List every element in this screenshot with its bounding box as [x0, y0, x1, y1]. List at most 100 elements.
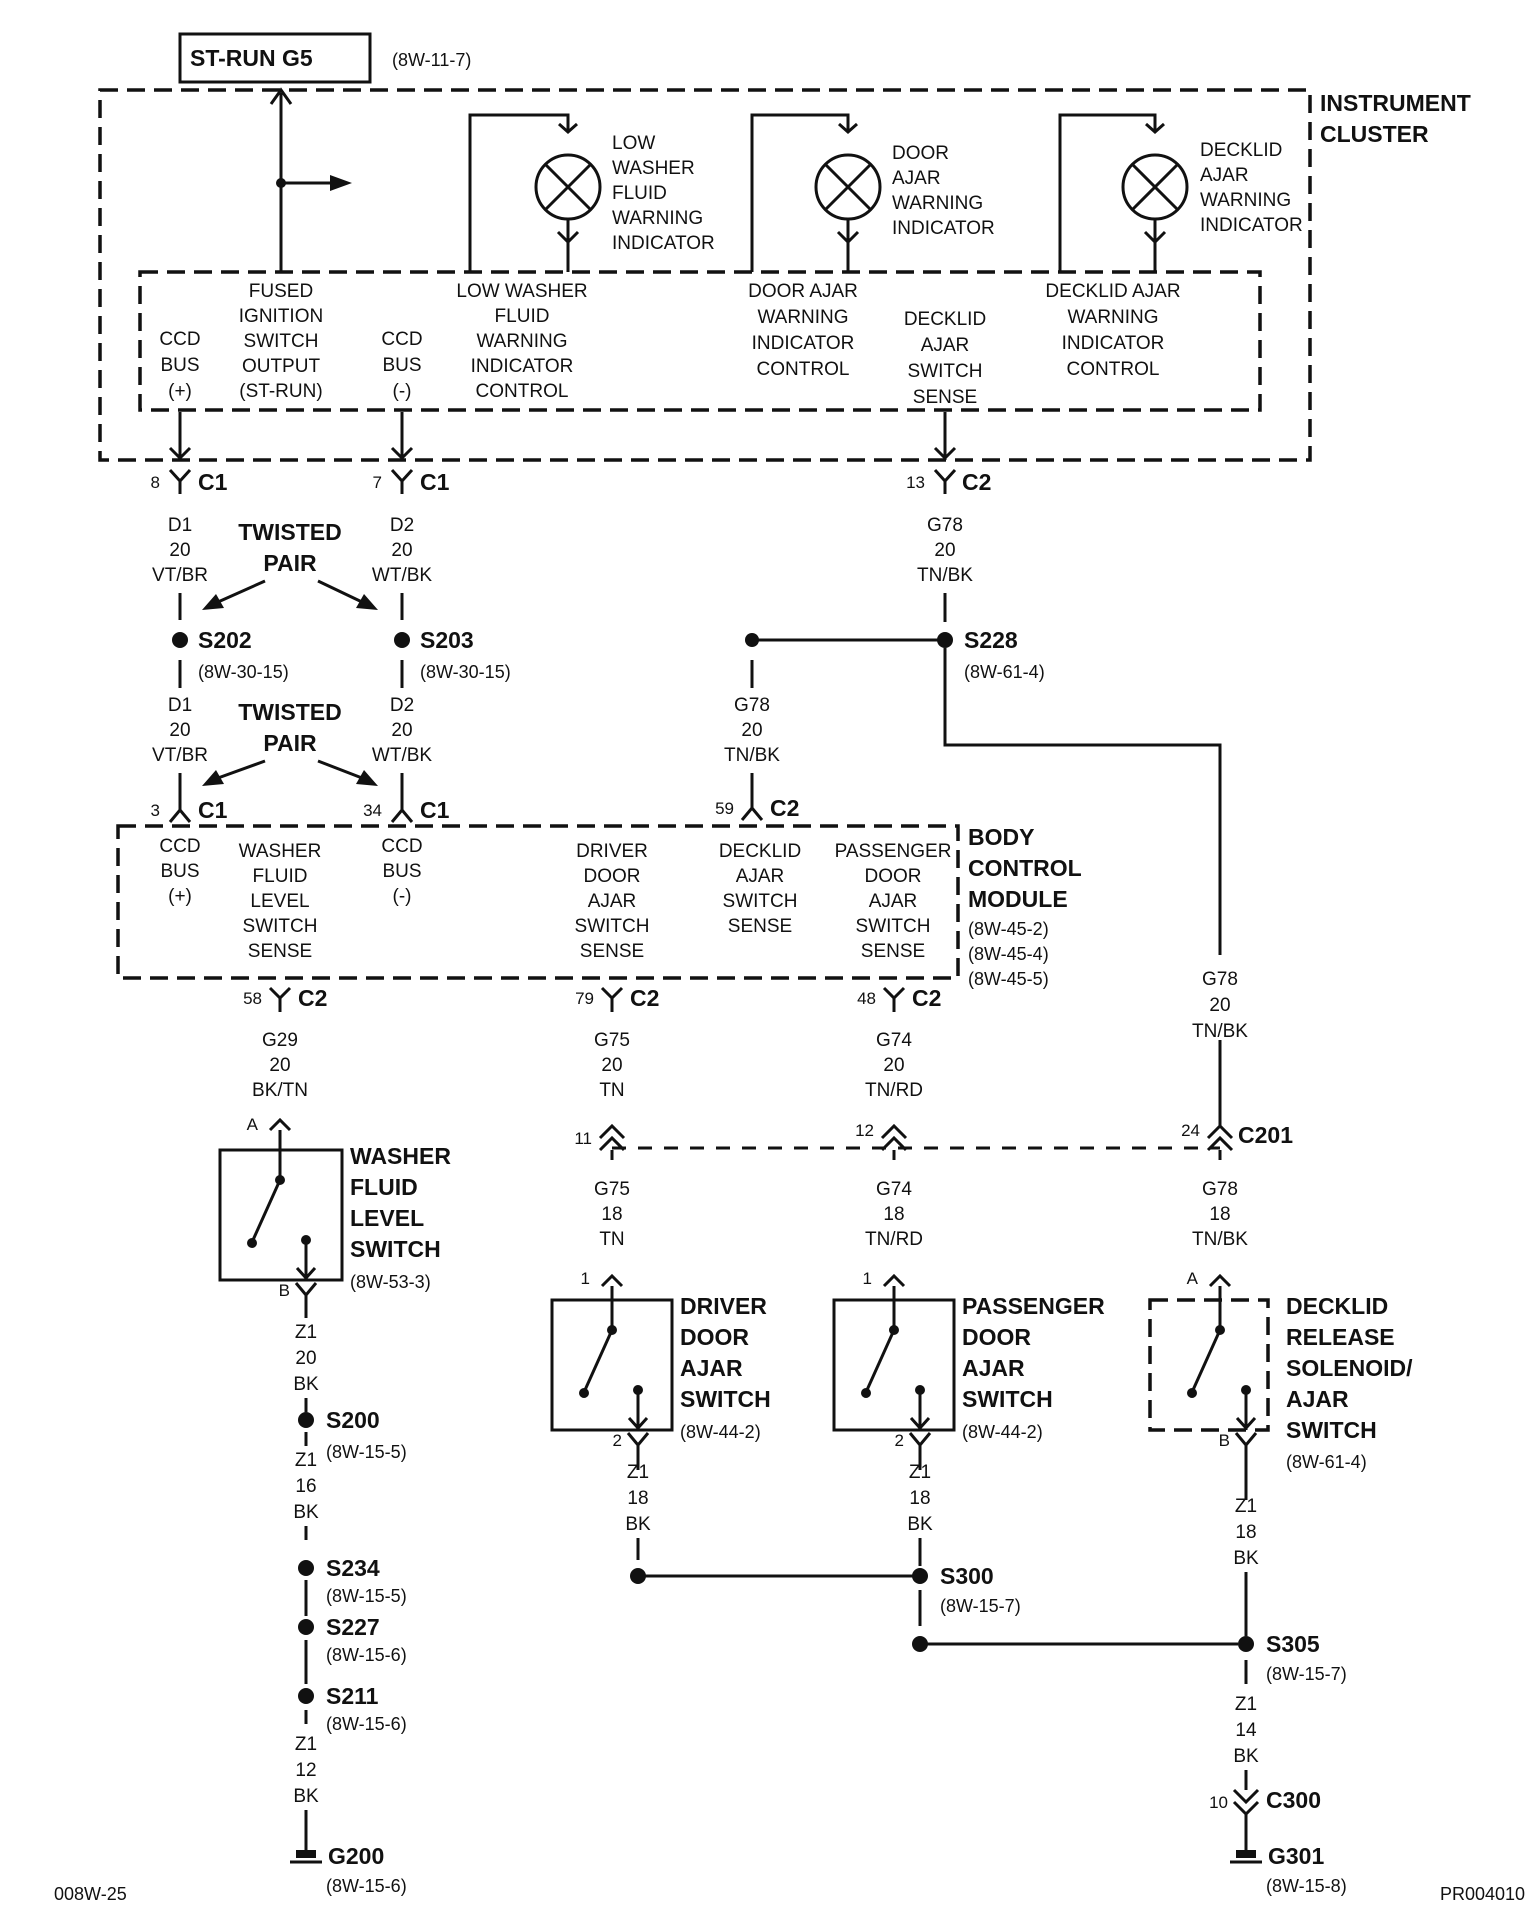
twisted-1-l1: TWISTED — [238, 519, 342, 545]
label-line: BK/TN — [252, 1080, 308, 1101]
label-line: SENSE — [248, 941, 312, 962]
s202-name: S202 — [198, 627, 252, 653]
label-line: DECKLID — [1286, 1293, 1388, 1319]
bcm-ref-1: (8W-45-2) — [968, 919, 1049, 939]
label-line: 18 — [627, 1488, 648, 1509]
passenger-switch-ref: (8W-44-2) — [962, 1422, 1043, 1442]
label-line: PASSENGER — [962, 1293, 1105, 1319]
s305-ref: (8W-15-7) — [1266, 1664, 1347, 1684]
bcm-c2-58: C2 — [298, 985, 327, 1011]
s305-name: S305 — [1266, 1631, 1320, 1657]
label-line: G78 — [1202, 1179, 1238, 1200]
label-line: BUS — [382, 861, 421, 882]
label-line: CCD — [159, 329, 200, 350]
label-line: Z1 — [627, 1462, 649, 1483]
strun-ref: (8W-11-7) — [392, 50, 471, 70]
instrument-cluster-box — [98, 88, 1312, 462]
label-line: CONTROL — [476, 381, 569, 402]
ic-output-arrows — [168, 412, 957, 461]
label-line: TN/BK — [1192, 1229, 1248, 1250]
twisted-1-l2: PAIR — [263, 550, 317, 576]
label-line: CCD — [159, 836, 200, 857]
label-line: 20 — [883, 1055, 904, 1076]
label-line: WARNING — [612, 208, 703, 229]
label-line: AJAR — [869, 891, 918, 912]
c201-name: C201 — [1238, 1122, 1293, 1148]
label-line: 20 — [391, 540, 412, 561]
label-line: WASHER — [350, 1143, 451, 1169]
label-line: 20 — [269, 1055, 290, 1076]
label-line: INDICATOR — [612, 233, 715, 254]
label-line: PASSENGER — [835, 841, 952, 862]
label-line: FLUID — [495, 306, 550, 327]
label-line: LOW WASHER — [456, 281, 587, 302]
label-line: G78 — [927, 515, 963, 536]
label-line: BK — [907, 1514, 933, 1535]
label-line: 20 — [1209, 995, 1230, 1016]
label-line: DRIVER — [576, 841, 648, 862]
label-line: SWITCH — [350, 1236, 441, 1262]
bcm-c1-b: C1 — [420, 797, 450, 823]
label-line: Z1 — [295, 1450, 317, 1471]
label-line: G74 — [876, 1030, 912, 1051]
label-line: 20 — [391, 720, 412, 741]
bcm-title-3: MODULE — [968, 886, 1068, 912]
label-line: Z1 — [1235, 1694, 1257, 1715]
g200-ref: (8W-15-6) — [326, 1876, 407, 1896]
label-line: 20 — [601, 1055, 622, 1076]
label-line: WARNING — [1200, 190, 1291, 211]
label-line: DOOR — [680, 1324, 749, 1350]
washer-pin-a: A — [247, 1115, 259, 1134]
splice-s203 — [394, 632, 410, 648]
label-line: DECKLID — [904, 309, 986, 330]
c300-name: C300 — [1266, 1787, 1321, 1813]
ic-connector-forks — [168, 468, 957, 494]
c300-forks — [1232, 1770, 1260, 1850]
label-line: TN — [599, 1080, 624, 1101]
s202-ref: (8W-30-15) — [198, 662, 289, 682]
g200-name: G200 — [328, 1843, 384, 1869]
strun-label: ST-RUN G5 — [190, 45, 313, 71]
label-line: OUTPUT — [242, 356, 321, 377]
label-line: SENSE — [913, 387, 977, 408]
label-line: INDICATOR — [471, 356, 574, 377]
label-line: D2 — [390, 695, 414, 716]
s203-ref: (8W-30-15) — [420, 662, 511, 682]
label-line: BK — [1233, 1746, 1259, 1767]
label-line: SWITCH — [908, 361, 983, 382]
label-line: 14 — [1235, 1720, 1257, 1741]
label-line: FLUID — [612, 183, 667, 204]
label-line: SENSE — [861, 941, 925, 962]
passenger-pin-2: 2 — [895, 1431, 904, 1450]
splice-s227 — [298, 1619, 314, 1635]
label-line: CONTROL — [1067, 359, 1160, 380]
label-line: 20 — [169, 540, 190, 561]
ground-g301-icon — [1230, 1850, 1262, 1864]
label-line: SWITCH — [856, 916, 931, 937]
label-line: Z1 — [909, 1462, 931, 1483]
s234-name: S234 — [326, 1555, 380, 1581]
label-line: DECKLID AJAR — [1045, 281, 1180, 302]
bcm-bottom-connectors — [268, 986, 906, 1012]
c201-pin-24: 24 — [1181, 1121, 1200, 1140]
label-line: 20 — [934, 540, 955, 561]
washer-pin-b: B — [279, 1281, 290, 1300]
label-line: Z1 — [295, 1322, 317, 1343]
s203-name: S203 — [420, 627, 474, 653]
label-line: 18 — [909, 1488, 930, 1509]
ic-title-1: INSTRUMENT — [1320, 90, 1471, 116]
driver-door-switch — [550, 1273, 674, 1470]
label-line: DECKLID — [1200, 140, 1282, 161]
